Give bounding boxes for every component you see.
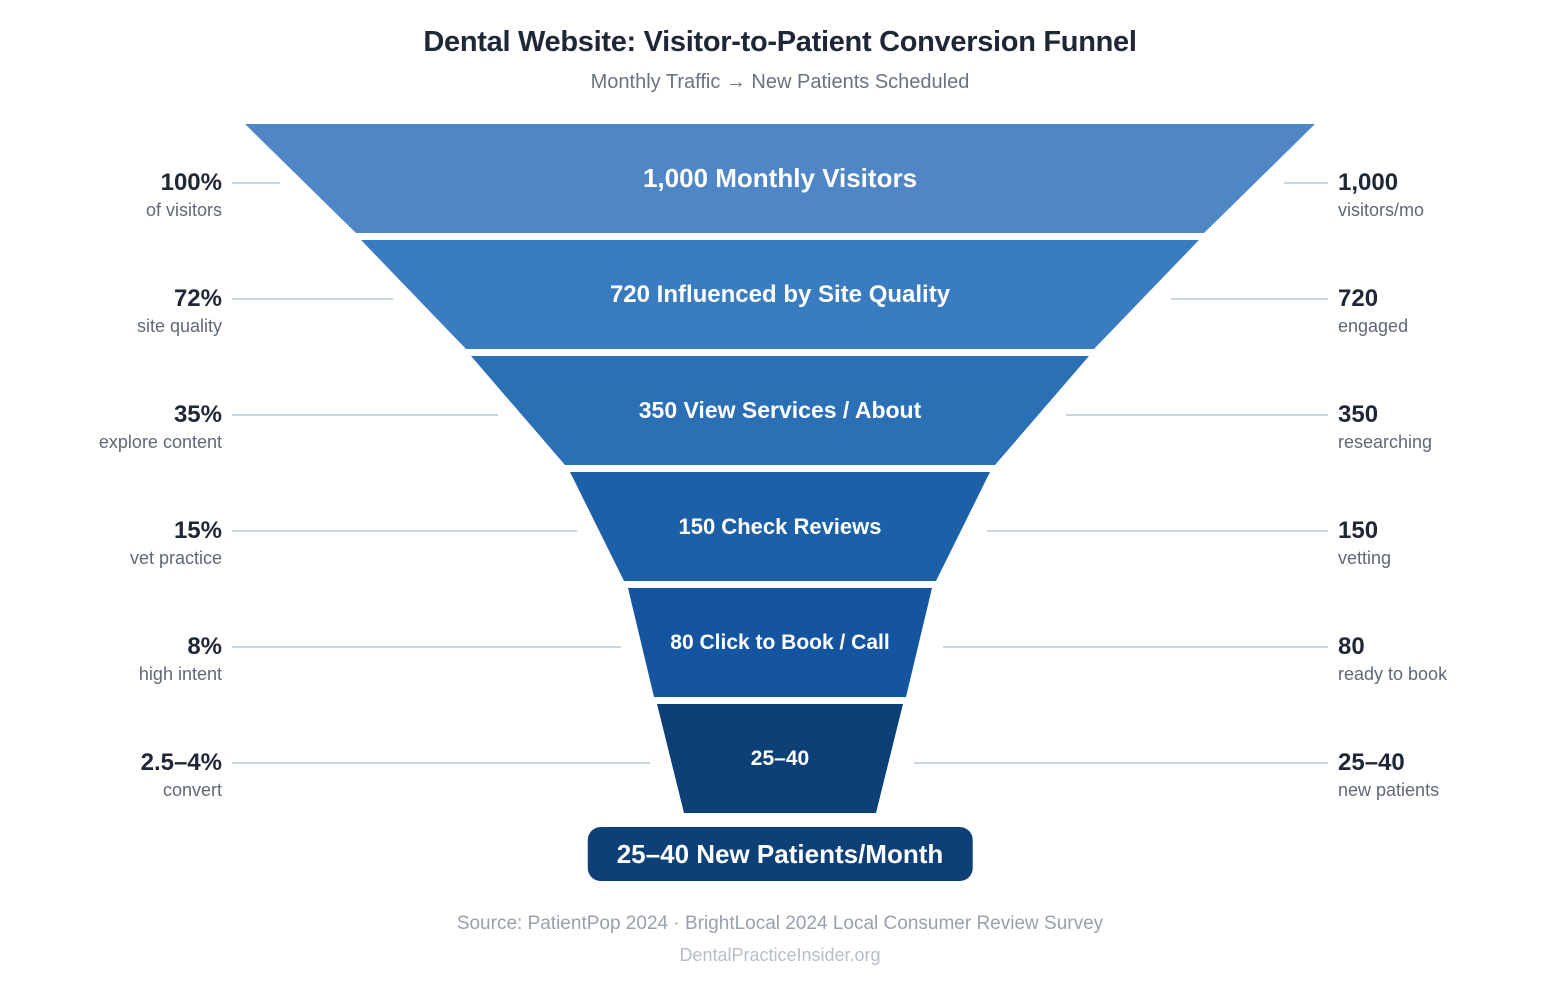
right-label-researching: 350 researching <box>1338 401 1560 455</box>
funnel-stage-label: 350 View Services / About <box>638 397 922 423</box>
page-subtitle: Monthly Traffic → New Patients Scheduled <box>590 71 970 93</box>
source-note: Source: PatientPop 2024 · BrightLocal 20… <box>456 913 1104 934</box>
left-label-visitors: 100% of visitors <box>0 169 222 223</box>
left-label-vet-practice: 15% vet practice <box>0 517 222 571</box>
funnel-stage-visitors: 1,000 Monthly Visitors <box>245 124 1315 233</box>
stage-percent: 100% <box>160 169 222 196</box>
funnel-stage-check-reviews: 150 Check Reviews <box>570 472 990 581</box>
funnel-stage-label: 1,000 Monthly Visitors <box>642 163 918 193</box>
funnel-stage-label: 150 Check Reviews <box>678 513 882 539</box>
right-label-vetting: 150 vetting <box>1338 517 1560 571</box>
stage-percent: 72% <box>173 285 222 312</box>
site-credit: DentalPracticeInsider.org <box>679 945 881 965</box>
connector-line <box>232 530 577 532</box>
connector-line <box>232 762 650 764</box>
connector-line <box>1066 414 1328 416</box>
right-label-new-patients: 25–40 new patients <box>1338 749 1560 803</box>
stage-value: 80 <box>1338 633 1365 660</box>
funnel-stage-label: 720 Influenced by Site Quality <box>609 280 951 308</box>
stage-value-caption: researching <box>1338 432 1433 452</box>
left-label-high-intent: 8% high intent <box>0 633 222 687</box>
funnel-stage-view-services: 350 View Services / About <box>471 356 1089 465</box>
stage-value: 1,000 <box>1338 169 1399 196</box>
stage-value-caption: visitors/mo <box>1338 200 1425 220</box>
connector-line <box>232 298 393 300</box>
connector-line <box>232 646 621 648</box>
funnel-stage-label: 25–40 <box>750 746 810 770</box>
funnel-stage-new-patients: 25–40 <box>657 704 903 813</box>
stage-value: 720 <box>1338 285 1379 312</box>
stage-percent: 35% <box>173 401 222 428</box>
stage-percent: 8% <box>187 633 222 660</box>
connector-line <box>987 530 1328 532</box>
stage-value-caption: ready to book <box>1338 664 1448 684</box>
stage-value-caption: new patients <box>1338 780 1440 800</box>
stage-percent-caption: convert <box>162 780 222 800</box>
stage-percent-caption: site quality <box>136 316 222 336</box>
stage-value-caption: vetting <box>1338 548 1392 568</box>
left-label-convert: 2.5–4% convert <box>0 749 222 803</box>
connector-line <box>232 414 498 416</box>
connector-line <box>943 646 1328 648</box>
stage-value: 150 <box>1338 517 1379 544</box>
right-label-visitors: 1,000 visitors/mo <box>1338 169 1560 223</box>
connector-line <box>914 762 1328 764</box>
stage-value: 350 <box>1338 401 1379 428</box>
stage-percent-caption: high intent <box>138 664 222 684</box>
connector-line <box>1171 298 1328 300</box>
stage-value-caption: engaged <box>1338 316 1409 336</box>
connector-line <box>232 182 280 184</box>
stage-percent: 15% <box>173 517 222 544</box>
funnel-stage-book-call: 80 Click to Book / Call <box>628 588 932 697</box>
stage-percent: 2.5–4% <box>140 749 222 776</box>
funnel-stage-label: 80 Click to Book / Call <box>670 630 890 654</box>
stage-percent-caption: explore content <box>98 432 222 452</box>
left-label-site-quality: 72% site quality <box>0 285 222 339</box>
right-label-engaged: 720 engaged <box>1338 285 1560 339</box>
stage-value: 25–40 <box>1338 749 1405 776</box>
page-title: Dental Website: Visitor-to-Patient Conve… <box>423 26 1137 58</box>
stage-percent-caption: of visitors <box>145 200 222 220</box>
result-badge: 25–40 New Patients/Month <box>587 827 973 881</box>
funnel: 1,000 Monthly Visitors 720 Influenced by… <box>0 124 1560 820</box>
stage-percent-caption: vet practice <box>129 548 222 568</box>
connector-line <box>1284 182 1328 184</box>
funnel-stage-site-quality: 720 Influenced by Site Quality <box>361 240 1199 349</box>
left-label-explore: 35% explore content <box>0 401 222 455</box>
right-label-ready-to-book: 80 ready to book <box>1338 633 1560 687</box>
